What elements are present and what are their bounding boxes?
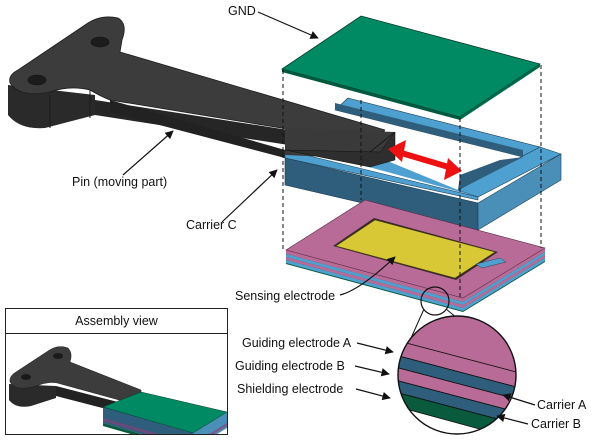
- leader-lines: [122, 11, 536, 425]
- guiding-a-leader: [356, 342, 394, 355]
- label-gnd: GND: [228, 4, 256, 18]
- sensing-board: [285, 199, 546, 312]
- assembly-view-inset: Assembly view: [5, 308, 228, 435]
- mounting-hole: [90, 36, 110, 48]
- pin-leader: [122, 130, 174, 176]
- shielding-leader: [355, 388, 391, 401]
- magnifier: [397, 286, 517, 435]
- label-sensing-electrode: Sensing electrode: [235, 289, 336, 303]
- inset-title: Assembly view: [6, 309, 227, 334]
- carrier-c: [284, 97, 562, 231]
- label-pin: Pin (moving part): [72, 175, 168, 189]
- label-guiding-electrode-b: Guiding electrode B: [235, 359, 345, 373]
- carrier-a-leader: [502, 393, 536, 406]
- gnd-plate: [281, 15, 541, 120]
- carrier-b-leader: [496, 413, 529, 425]
- sensing-electrode-leader: [339, 256, 396, 296]
- label-shielding-electrode: Shielding electrode: [237, 382, 344, 396]
- label-carrier-b: Carrier B: [531, 417, 582, 431]
- mounting-hole: [27, 74, 47, 86]
- guiding-b-leader: [354, 365, 390, 377]
- label-guiding-electrode-a: Guiding electrode A: [242, 336, 352, 350]
- label-carrier-a: Carrier A: [537, 398, 587, 412]
- label-carrier-c: Carrier C: [186, 218, 237, 232]
- motion-arrow: [388, 140, 462, 180]
- projection-lines: [282, 65, 542, 298]
- assembly-illustration: [9, 346, 227, 434]
- gnd-leader: [257, 11, 319, 39]
- carrier-c-leader: [221, 169, 278, 223]
